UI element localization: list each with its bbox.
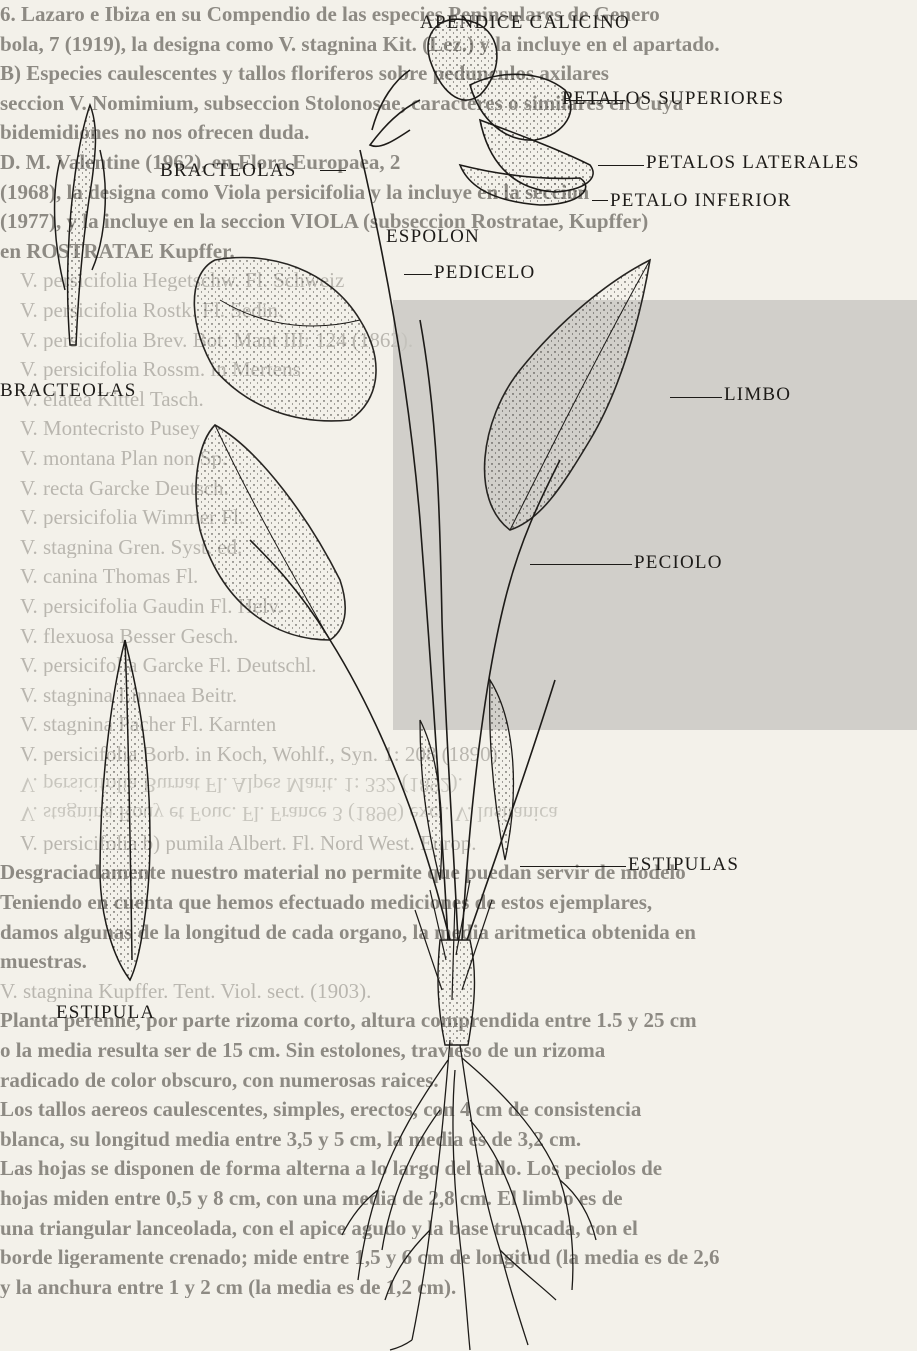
label-estipulas: ESTIPULAS [628,854,739,876]
detail-estipula [100,640,150,980]
leaf-upper-right [485,260,650,530]
leader-pedicelo [404,274,432,275]
detail-bracteolas [55,105,106,345]
label-petalos-laterales: PETALOS LATERALES [646,152,860,174]
label-limbo: LIMBO [724,384,791,406]
leader-limbo [670,397,722,398]
leader-petalos-laterales [598,165,644,166]
label-peciolo: PECIOLO [634,552,723,574]
flower [370,19,593,205]
label-bracteolas-detail: BRACTEOLAS [0,380,137,402]
label-estipula-detail: ESTIPULA [56,1002,155,1024]
leader-peciolo [530,564,632,565]
leader-bracteolas [320,170,346,171]
leader-petalos-superiores [565,100,625,101]
leaf-upper-left [194,258,376,421]
leaf-middle-left [196,425,345,640]
label-espolon: ESPOLON [386,226,480,248]
label-petalos-superiores: PETALOS SUPERIORES [562,88,784,110]
label-pedicelo: PEDICELO [434,262,535,284]
roots [342,1040,596,1350]
leader-petalo-inferior [592,200,608,201]
label-petalo-inferior: PETALO INFERIOR [610,190,792,212]
rhizome-base [415,880,492,1045]
label-apendice-calicino: APENDICE CALICINO [420,12,630,34]
leader-estipulas [520,866,626,867]
label-bracteolas-main: BRACTEOLAS [160,160,297,182]
